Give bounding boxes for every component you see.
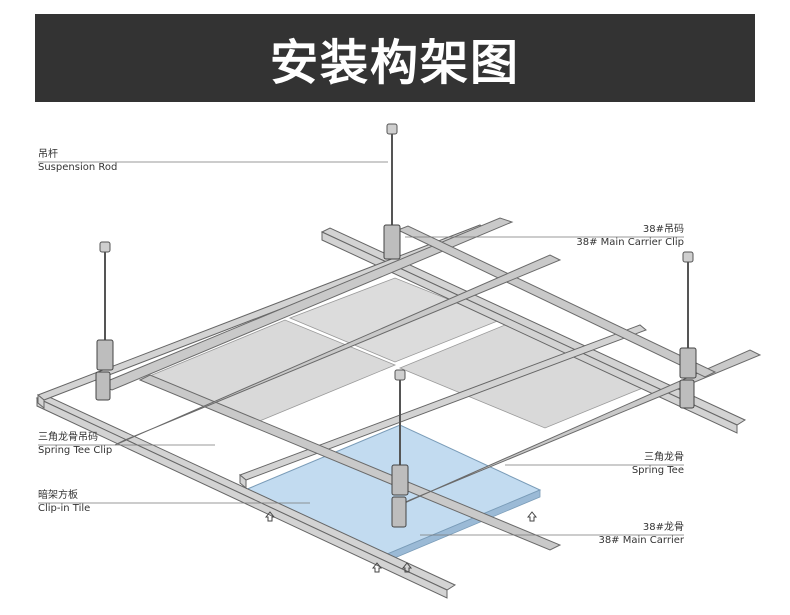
label-clip-in-tile: 暗架方板 Clip-in Tile xyxy=(38,489,90,515)
label-suspension-rod-cn: 吊杆 xyxy=(38,149,58,160)
label-spring-tee-en: Spring Tee xyxy=(631,465,684,476)
main-carriers xyxy=(35,224,747,599)
label-suspension-rod-en: Suspension Rod xyxy=(38,162,118,173)
label-main-carrier-clip-cn: 38#吊码 xyxy=(642,224,684,235)
label-clip-in-tile-cn: 暗架方板 xyxy=(38,490,78,501)
label-spring-tee-clip-en: Spring Tee Clip xyxy=(38,445,113,456)
label-main-carrier-en: 38# Main Carrier xyxy=(598,535,684,546)
label-spring-tee-cn: 三角龙骨 xyxy=(644,452,684,463)
carrier-clips xyxy=(95,224,697,528)
label-spring-tee-clip: 三角龙骨吊码 Spring Tee Clip xyxy=(38,431,112,457)
label-main-carrier: 38#龙骨 38# Main Carrier xyxy=(598,521,684,547)
label-clip-in-tile-en: Clip-in Tile xyxy=(38,503,91,514)
label-suspension-rod: 吊杆 Suspension Rod xyxy=(38,148,117,174)
page-title: 安装构架图 xyxy=(269,35,520,91)
spring-tees xyxy=(98,217,762,551)
leader-lines xyxy=(38,161,684,536)
title-banner: 安装构架图 xyxy=(35,14,755,102)
label-spring-tee-clip-cn: 三角龙骨吊码 xyxy=(38,432,98,443)
up-arrow-icon xyxy=(264,511,538,573)
label-main-carrier-cn: 38#龙骨 xyxy=(642,522,684,533)
label-main-carrier-clip-en: 38# Main Carrier Clip xyxy=(576,237,684,248)
label-spring-tee: 三角龙骨 Spring Tee xyxy=(632,451,684,477)
label-main-carrier-clip: 38#吊码 38# Main Carrier Clip xyxy=(576,223,684,249)
